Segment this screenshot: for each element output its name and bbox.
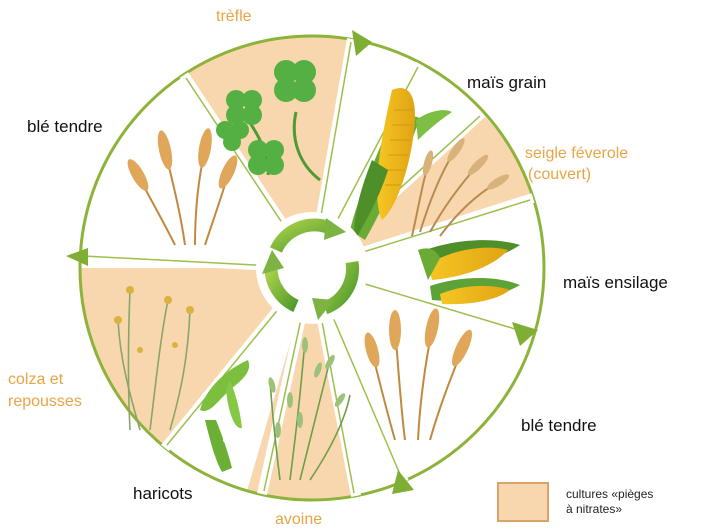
label-haricots: haricots <box>133 484 193 504</box>
label-colza: colza et <box>8 371 63 389</box>
legend-swatch <box>497 482 549 522</box>
label-colza-repousses: repousses <box>8 393 82 411</box>
label-trefle: trèfle <box>216 8 252 26</box>
legend-line-1: cultures «pièges <box>566 487 653 502</box>
label-ble-tendre-2: blé tendre <box>521 416 597 436</box>
label-mais-ensilage: maïs ensilage <box>563 273 668 293</box>
label-seigle: seigle féverole <box>525 145 628 163</box>
ring-arrow-left <box>66 248 88 266</box>
legend-line-2: à nitrates» <box>566 502 653 517</box>
label-avoine: avoine <box>275 511 322 529</box>
label-seigle-couvert: (couvert) <box>528 166 591 184</box>
label-mais-grain: maïs grain <box>467 73 546 93</box>
corn-ears-icon <box>418 240 520 304</box>
legend-text: cultures «pièges à nitrates» <box>566 487 653 517</box>
label-ble-tendre-1: blé tendre <box>27 117 103 137</box>
wheat-icon-1 <box>138 150 228 245</box>
wheat-icon-2 <box>372 330 462 440</box>
ring-arrow-top <box>352 30 372 56</box>
